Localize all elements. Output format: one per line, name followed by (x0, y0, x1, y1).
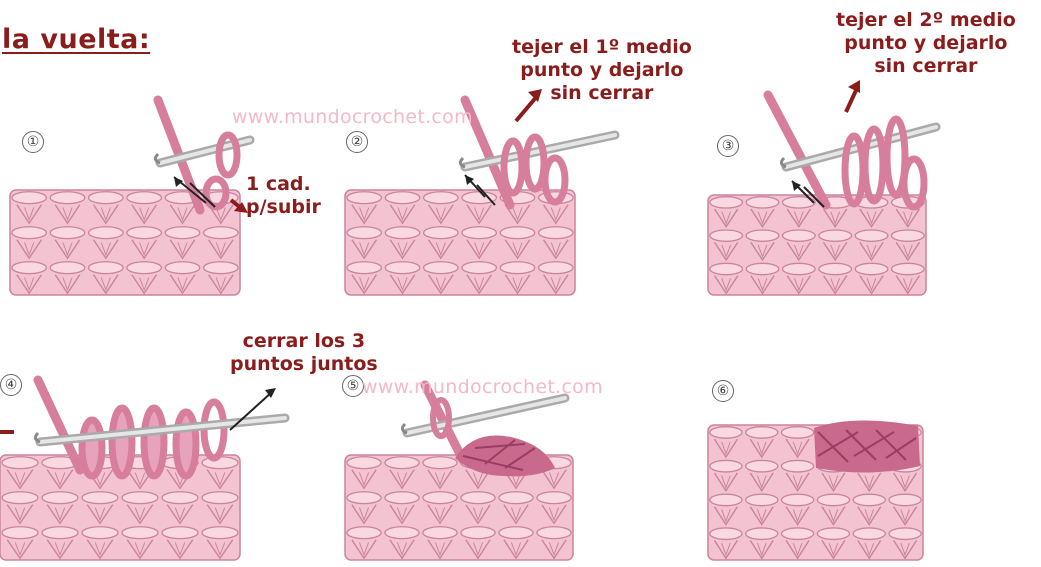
note-line: 1 cad. (246, 173, 321, 196)
note-line: tejer el 2º medio (836, 9, 1016, 32)
step-3-pointer-arrow (840, 78, 870, 116)
step-6-illustration (706, 360, 946, 565)
note-line: punto y dejarlo (512, 59, 692, 82)
yarn-loop-icon (814, 420, 920, 472)
watermark: www.mundocrochet.com (232, 106, 473, 128)
step-3-note: tejer el 2º medio punto y dejarlo sin ce… (836, 9, 1016, 78)
page-title: la vuelta: (2, 24, 150, 55)
step-1-drawing (10, 95, 250, 300)
note-line: tejer el 1º medio (512, 36, 692, 59)
step-3-illustration (706, 95, 946, 300)
note-line: sin cerrar (836, 55, 1016, 78)
step-2-note: tejer el 1º medio punto y dejarlo sin ce… (512, 36, 692, 105)
note-line: cerrar los 3 (230, 330, 378, 353)
note-line: punto y dejarlo (836, 32, 1016, 55)
step-1-note: 1 cad. p/subir (246, 173, 321, 219)
note-line: sin cerrar (512, 82, 692, 105)
crochet-fabric (345, 190, 575, 295)
hook-icon (402, 398, 565, 433)
note-line: p/subir (246, 196, 321, 219)
step-4-illustration (0, 360, 290, 565)
step-1-illustration (10, 95, 250, 300)
crochet-fabric (708, 195, 926, 295)
crochet-fabric (10, 190, 240, 295)
watermark: www.mundocrochet.com (362, 376, 603, 398)
